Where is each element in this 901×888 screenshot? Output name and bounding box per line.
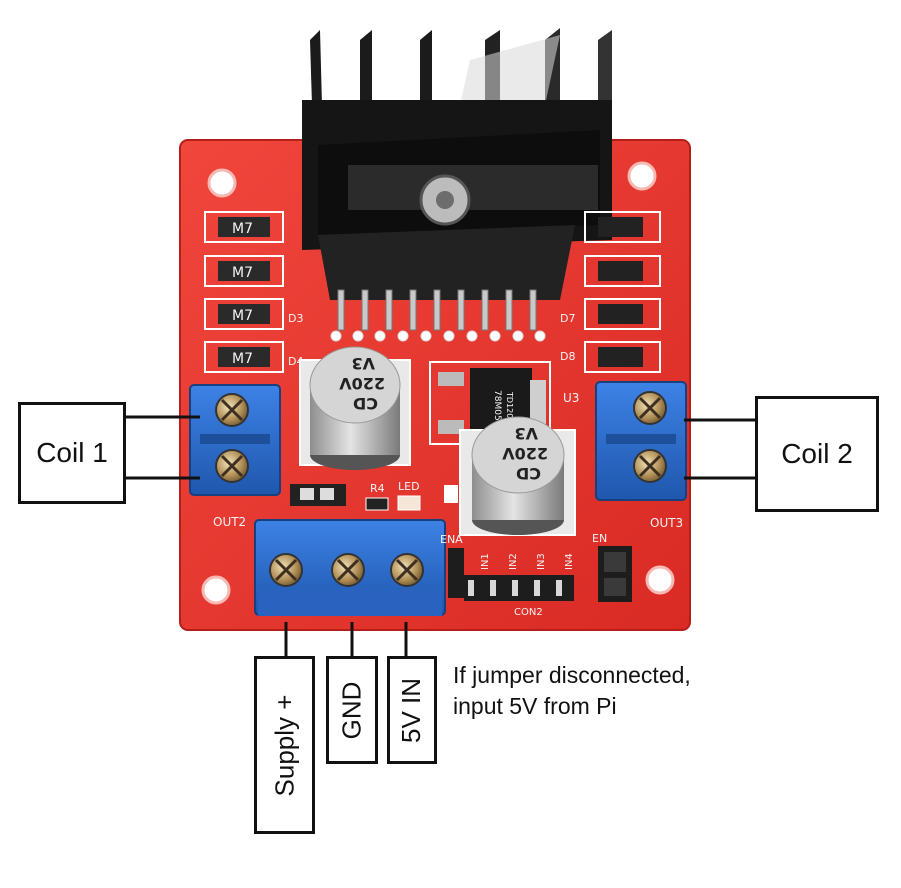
supply-label: Supply + — [254, 656, 315, 834]
coil2-text: Coil 2 — [781, 438, 853, 469]
ref-con2: CON2 — [514, 607, 543, 618]
cap-label-3: V3 — [514, 424, 538, 443]
r4-led: R4 LED — [365, 480, 458, 511]
right-diodes: D7 D8 — [560, 211, 661, 373]
jumper-note: If jumper disconnected, input 5V from Pi — [453, 660, 691, 722]
mounting-hole — [201, 575, 231, 605]
terminal-out2: OUT2 — [189, 384, 281, 529]
gnd-label: GND — [326, 656, 378, 764]
left-diodes: M7 M7 M7 M7 D3 D4 — [204, 211, 303, 373]
cap-label-1: CD — [353, 394, 378, 413]
five-v-in-text: 5V IN — [396, 677, 427, 743]
pin-in2: IN2 — [508, 553, 519, 570]
ref-d3: D3 — [288, 312, 303, 325]
mounting-hole — [645, 565, 675, 595]
ref-r4: R4 — [370, 482, 385, 495]
diode-mark: M7 — [232, 308, 253, 324]
diode-mark: M7 — [232, 351, 253, 367]
ref-u3: U3 — [563, 391, 579, 405]
coil1-label: Coil 1 — [18, 402, 126, 504]
ref-enb: EN — [592, 532, 607, 545]
capacitor-1: CD 220V V3 — [299, 346, 411, 470]
coil1-text: Coil 1 — [36, 437, 108, 468]
chip-pins — [337, 289, 537, 331]
regulator-label-1: 78M05 — [492, 390, 502, 421]
cap-label-3: V3 — [351, 354, 375, 373]
mounting-hole — [207, 168, 237, 198]
ref-d8: D8 — [560, 350, 575, 363]
heatsink — [302, 28, 612, 300]
five-v-in-label: 5V IN — [387, 656, 437, 764]
cap-label-2: 220V — [502, 444, 548, 463]
ref-ena: ENA — [440, 533, 463, 546]
regulator-label-2: TD1205 — [505, 391, 514, 423]
coil2-label: Coil 2 — [755, 396, 879, 512]
diode-mark: M7 — [232, 265, 253, 281]
input-header: ENA IN1 IN2 IN3 IN4 CON2 EN — [440, 532, 632, 618]
mounting-hole — [627, 161, 657, 191]
ref-out3: OUT3 — [650, 516, 683, 530]
diode-mark: M7 — [232, 221, 253, 237]
jumper-note-line-1: If jumper disconnected, — [453, 662, 691, 688]
cap-label-2: 220V — [339, 374, 385, 393]
five-volt-jumper — [290, 484, 346, 506]
ref-out2: OUT2 — [213, 515, 246, 529]
chip-pads — [330, 330, 546, 342]
ref-led: LED — [398, 480, 420, 493]
cap-label-1: CD — [516, 464, 541, 483]
pin-in3: IN3 — [536, 553, 547, 570]
terminal-power — [254, 519, 446, 616]
capacitor-2: CD 220V V3 — [459, 416, 576, 536]
terminal-out3: OUT3 — [595, 381, 687, 530]
wires — [123, 415, 757, 658]
supply-text: Supply + — [269, 694, 299, 796]
pin-in1: IN1 — [480, 553, 491, 570]
ref-d7: D7 — [560, 312, 575, 325]
gnd-text: GND — [336, 681, 367, 739]
pin-in4: IN4 — [564, 553, 575, 570]
jumper-note-line-2: input 5V from Pi — [453, 693, 617, 719]
